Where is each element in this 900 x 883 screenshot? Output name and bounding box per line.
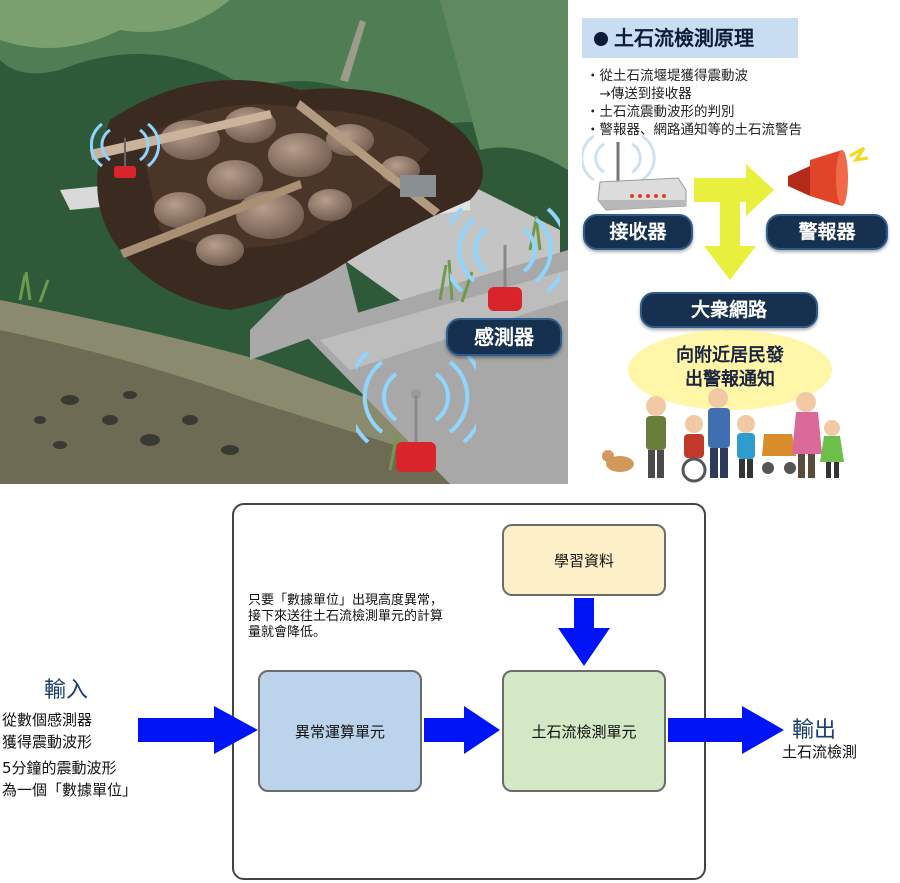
arrow-input-to-anomaly xyxy=(138,706,258,754)
alarm-label: 警報器 xyxy=(766,214,888,250)
sensor-label: 感測器 xyxy=(446,318,562,356)
principle-bullet-1: ・從土石流堰堤獲得震動波 xyxy=(586,68,748,84)
anomaly-unit-box: 異常運算單元 xyxy=(258,670,422,792)
note-line-1: 只要「數據單位」出現高度異常， xyxy=(248,593,444,608)
alarm-siren-icon xyxy=(788,146,869,206)
output-heading: 輸出 xyxy=(792,718,837,743)
notify-line-1: 向附近居民發 xyxy=(676,345,784,366)
sensor-bottom-icon xyxy=(356,350,476,472)
sensor-top-icon xyxy=(90,122,160,178)
processing-system-frame xyxy=(232,503,706,880)
principle-title: 土石流檢測原理 xyxy=(582,18,798,58)
input-line-2: 獲得震動波形 xyxy=(2,733,93,751)
input-line-3: 5分鐘的震動波形 xyxy=(2,759,117,777)
arrow-detection-to-output xyxy=(668,706,784,754)
note-line-2: 接下來送往土石流檢測單元的計算 xyxy=(248,609,444,624)
network-label: 大衆網路 xyxy=(640,292,818,328)
debris-flow-illustration: 感測器 xyxy=(0,0,568,484)
input-line-4: 為一個「數據單位」 xyxy=(2,781,138,799)
detection-unit-box: 土石流檢測單元 xyxy=(502,670,666,792)
sensor-right-icon xyxy=(450,207,560,311)
landslide-scene-graphic xyxy=(0,0,568,484)
input-line-1: 從數個感測器 xyxy=(2,711,93,729)
arrow-to-network xyxy=(704,200,756,280)
anomaly-note: 只要「數據單位」出現高度異常， 接下來送往土石流檢測單元的計算 量就會降低。 xyxy=(248,593,443,641)
output-label: 土石流檢測 xyxy=(782,743,858,761)
receiver-label: 接收器 xyxy=(583,214,693,250)
note-line-3: 量就會降低。 xyxy=(248,625,327,640)
arrow-learning-to-detection xyxy=(558,598,610,666)
principle-bullet-2: →傳送到接收器 xyxy=(586,86,692,102)
input-heading: 輸入 xyxy=(44,678,89,703)
principle-bullet-3: ・土石流震動波形的判別 xyxy=(586,104,735,120)
principle-title-text: 土石流檢測原理 xyxy=(614,26,754,50)
principle-bullet-4: ・警報器、網路通知等的土石流警告 xyxy=(586,122,802,138)
notify-line-2: 出警報通知 xyxy=(685,369,775,390)
arrow-anomaly-to-detection xyxy=(424,706,500,754)
receiver-device-icon xyxy=(582,134,687,211)
bullet-dot-icon xyxy=(594,32,608,46)
residents-group-illustration xyxy=(602,388,844,483)
learning-data-box: 學習資料 xyxy=(502,524,666,596)
arrow-to-alarm xyxy=(694,164,774,216)
